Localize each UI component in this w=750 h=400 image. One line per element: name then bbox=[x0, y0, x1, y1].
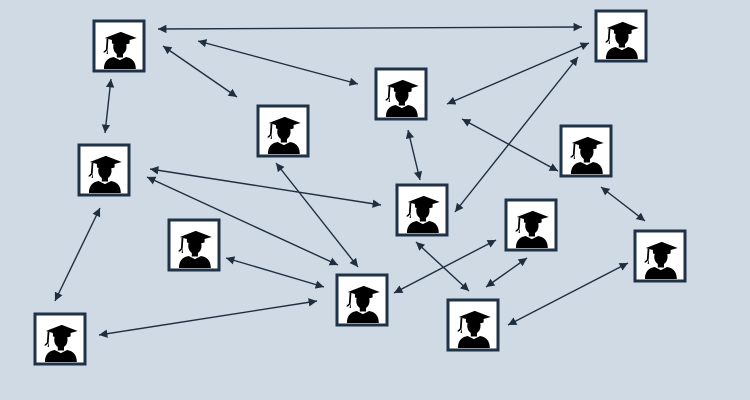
edges-layer bbox=[54, 22, 646, 338]
connection-arrow-13 bbox=[54, 207, 101, 302]
connection-arrow-14 bbox=[225, 256, 325, 289]
graduate-node-8 bbox=[504, 198, 558, 252]
connection-arrow-3 bbox=[162, 45, 238, 98]
connection-arrow-1 bbox=[157, 22, 583, 34]
connection-arrow-18 bbox=[485, 257, 528, 288]
connection-arrow-15 bbox=[98, 298, 318, 338]
connection-arrow-4 bbox=[101, 78, 115, 134]
connection-arrow-7 bbox=[405, 129, 423, 181]
graduate-node-3 bbox=[374, 67, 428, 121]
graduate-node-6 bbox=[77, 143, 131, 197]
graduate-node-5 bbox=[559, 124, 613, 178]
graduate-node-4 bbox=[256, 104, 310, 158]
connection-arrow-11 bbox=[275, 162, 359, 268]
graduate-node-12 bbox=[446, 298, 500, 352]
connection-arrow-19 bbox=[507, 262, 629, 326]
graduate-node-11 bbox=[335, 273, 389, 327]
graduate-node-2 bbox=[594, 9, 648, 63]
nodes-layer bbox=[33, 9, 687, 366]
graduate-node-9 bbox=[167, 218, 221, 272]
connection-arrow-8 bbox=[461, 118, 559, 172]
connection-arrow-17 bbox=[415, 241, 470, 292]
graduate-node-13 bbox=[33, 312, 87, 366]
graduate-node-7 bbox=[395, 183, 449, 237]
graduate-node-10 bbox=[633, 229, 687, 283]
graduate-node-1 bbox=[92, 19, 146, 73]
connection-arrow-12 bbox=[600, 186, 646, 222]
